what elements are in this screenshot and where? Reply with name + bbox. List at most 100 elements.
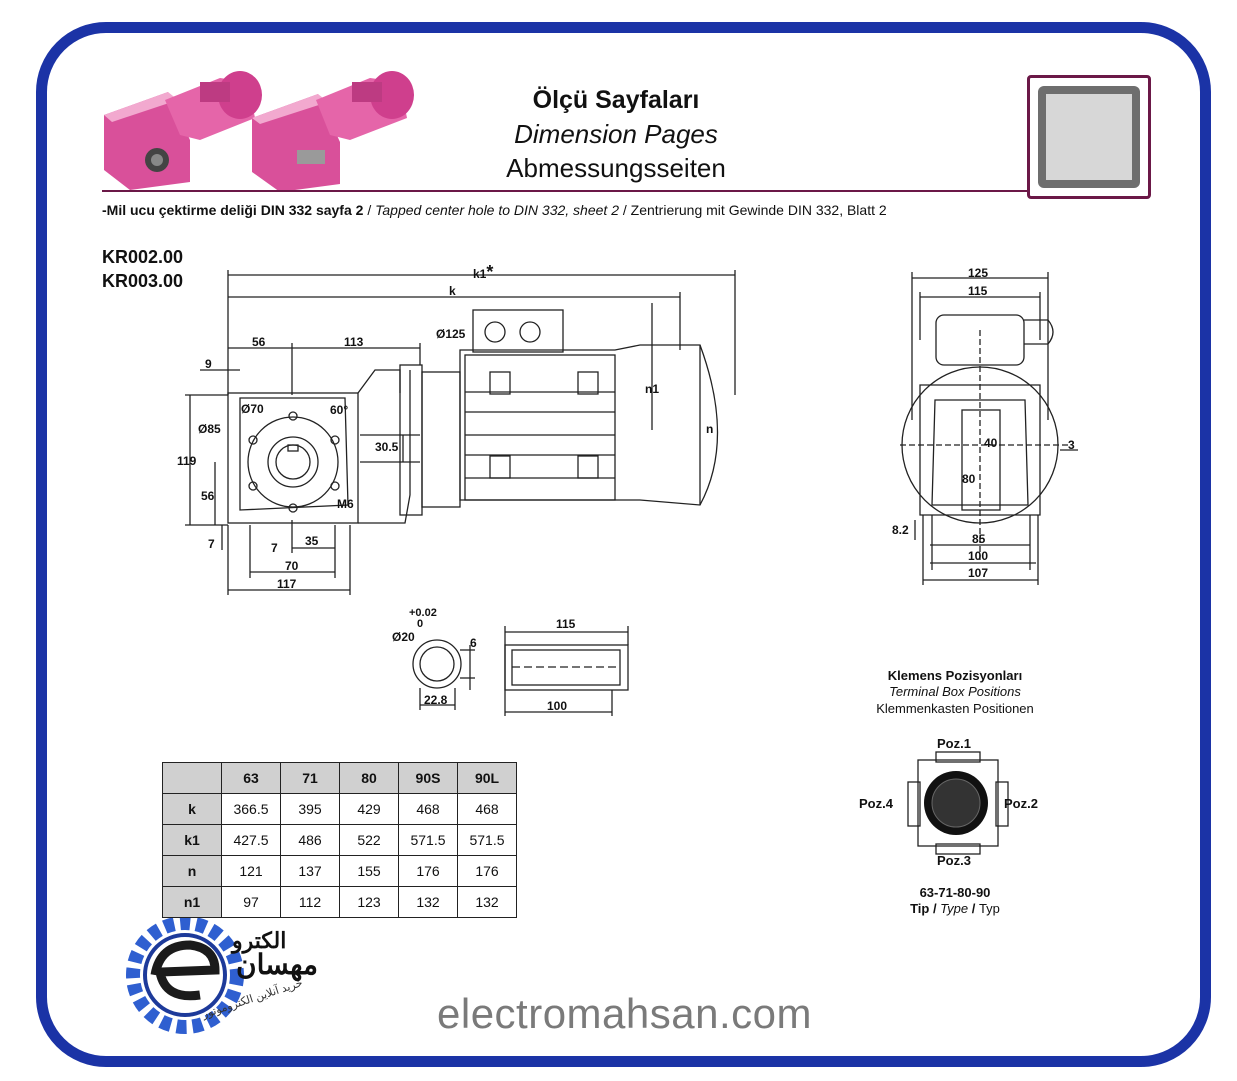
gearmotor-photo-1 [104,71,262,190]
table-cell: 121 [221,855,281,887]
dim-d70: Ø70 [241,402,264,416]
dim-35: 35 [305,534,319,548]
page-frame [36,22,1211,1067]
header-divider [102,190,1027,192]
table-cell: 176 [398,855,458,887]
table-header: 71 [280,762,340,794]
dim-tol-plus: +0.02 [409,607,437,619]
model-code-2: KR003.00 [102,271,184,291]
terminal-positions-drawing [907,751,1009,855]
table-cell: 429 [339,793,399,825]
table-header: 90S [398,762,458,794]
table-cell: 486 [280,824,340,856]
table-header-row: 63 71 80 90S 90L [162,762,517,794]
table-cell: 395 [280,793,340,825]
table-cell: 176 [457,855,517,887]
table-cell: 132 [457,886,517,918]
table-cell: 132 [398,886,458,918]
dim-9: 9 [205,357,212,371]
table-cell: 571.5 [398,824,458,856]
dim-d85: Ø85 [198,422,221,436]
dim-f85: 85 [972,532,986,546]
table-cell: 155 [339,855,399,887]
table-cell: 123 [339,886,399,918]
logo-text-line1: الکترو [232,928,287,953]
table-header: 63 [221,762,281,794]
dim-f100: 100 [968,549,989,563]
terminal-types: 63-71-80-90 [919,885,991,900]
table-cell: 468 [457,793,517,825]
title-german: Abmessungsseiten [506,153,726,183]
gearmotor-photo-2 [252,71,414,192]
dim-s100: 100 [547,699,568,713]
model-code-1: KR002.00 [102,247,184,267]
table-cell: 97 [221,886,281,918]
front-view-drawing [900,272,1078,585]
table-cell: 571.5 [457,824,517,856]
dim-70: 70 [285,559,299,573]
dim-n1: n1 [645,382,660,396]
dim-56: 56 [252,335,266,349]
table-header: 80 [339,762,399,794]
dim-f3: 3 [1068,438,1075,452]
dim-56b: 56 [201,489,215,503]
table-cell: 468 [398,793,458,825]
dim-119: 119 [177,454,197,468]
dim-7a: 7 [208,537,215,551]
dim-f40: 40 [984,436,998,450]
electromahsan-logo-icon [126,916,244,1034]
dim-f115: 115 [968,284,988,298]
table-row-label: n1 [162,886,222,918]
terminal-poz3: Poz.3 [937,853,971,868]
website-url[interactable]: electromahsan.com [437,990,812,1037]
terminal-poz2: Poz.2 [1004,796,1038,811]
dim-s115: 115 [556,617,576,631]
table-cell: 366.5 [221,793,281,825]
table-row-label: n [162,855,222,887]
dim-m6: M6 [337,497,354,511]
logo-text-line2: مهسان [236,949,318,980]
table-cell: 137 [280,855,340,887]
table-cell: 112 [280,886,340,918]
terminal-title-en: Terminal Box Positions [889,684,1021,699]
dim-117: 117 [277,577,297,591]
dim-30-5: 30.5 [375,440,399,454]
table-row-label: k1 [162,824,222,856]
dim-22-8: 22.8 [424,693,448,707]
table-header: 90L [457,762,517,794]
dim-f125: 125 [968,266,989,280]
dim-113: 113 [344,335,364,349]
terminal-title-de: Klemmenkasten Positionen [876,701,1034,716]
dim-d20: Ø20 [392,630,415,644]
table-cell: 427.5 [221,824,281,856]
dim-f107: 107 [968,566,989,580]
table-row-label: k [162,793,222,825]
dim-f8-2: 8.2 [892,523,909,537]
dim-n: n [706,422,714,436]
shaft-detail-drawing [412,626,629,716]
title-turkish: Ölçü Sayfaları [532,86,700,114]
dim-6: 6 [470,636,477,650]
table-cell: 522 [339,824,399,856]
caliper-logo-box [1027,75,1151,199]
dim-tol-zero: 0 [417,618,424,630]
dim-60deg: 60° [330,403,349,417]
terminal-poz1: Poz.1 [937,736,971,751]
subtitle-line: -Mil ucu çektirme deliği DIN 332 sayfa 2… [102,202,887,218]
terminal-type-label: Tip / Type / Typ [910,901,1000,916]
terminal-poz4: Poz.4 [859,796,893,811]
title-english: Dimension Pages [514,119,718,149]
table-corner [162,762,222,794]
dim-d125: Ø125 [436,327,466,341]
dim-7b: 7 [271,541,278,555]
terminal-title-tr: Klemens Pozisyonları [887,668,1023,683]
side-view-drawing [185,270,736,595]
dim-k1: k1* [473,262,494,282]
dim-f80: 80 [962,472,976,486]
dim-k: k [449,284,456,298]
